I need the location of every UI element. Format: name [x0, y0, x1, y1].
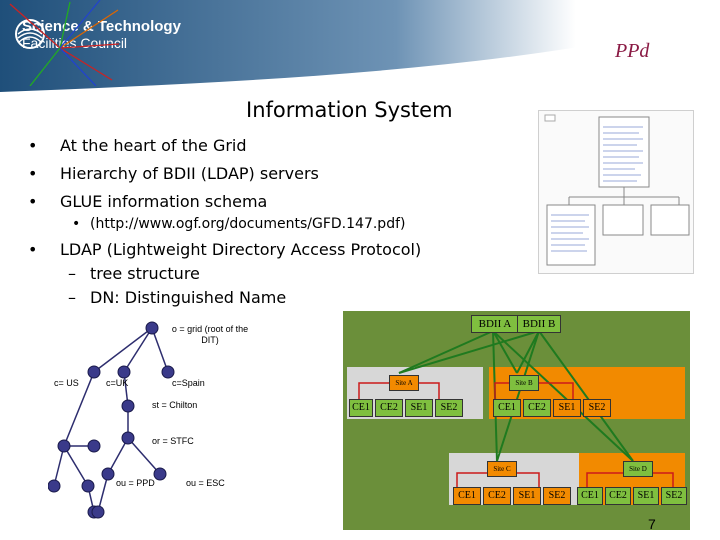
- dash-glyph: –: [68, 288, 76, 307]
- tree-node: [91, 505, 105, 519]
- service-node: CE2: [483, 487, 511, 505]
- header-background: [0, 0, 720, 92]
- service-node: SE1: [405, 399, 433, 417]
- site-bdii-node: Site B: [509, 375, 539, 391]
- tree-node: [161, 365, 175, 379]
- sub-bullet-text: tree structure: [90, 264, 200, 283]
- glue-link[interactable]: (http://www.ogf.org/documents/GFD.147.pd…: [90, 216, 406, 232]
- tree-node: [81, 479, 95, 493]
- bullet-glyph: •: [28, 240, 38, 259]
- ldap-tree-diagram: o = grid (root of the DIT) c= US c=UK c=…: [48, 320, 308, 530]
- org-name-line2: Facilities Council: [22, 35, 128, 51]
- org-name-line1: Science & Technology: [22, 18, 181, 35]
- tree-country-label: c= US: [54, 378, 79, 388]
- service-node: SE1: [513, 487, 541, 505]
- service-node: CE2: [375, 399, 403, 417]
- site-services-row: CE1 CE2 SE1 SE2: [493, 399, 611, 417]
- bdii-hierarchy-diagram: BDII A BDII B Site A Site B Site C Site …: [343, 311, 690, 530]
- ppd-logo: PPd: [615, 40, 650, 62]
- service-node: CE1: [577, 487, 603, 505]
- slide-title: Information System: [246, 98, 453, 122]
- sub-bullet-text: DN: Distinguished Name: [90, 288, 287, 307]
- service-node: CE1: [493, 399, 521, 417]
- site-bdii-node: Site A: [389, 375, 419, 391]
- service-node: CE1: [453, 487, 481, 505]
- service-node: SE2: [661, 487, 687, 505]
- service-node: SE1: [633, 487, 659, 505]
- service-node: SE2: [583, 399, 611, 417]
- bullet-glyph: •: [28, 164, 38, 183]
- tree-node: [145, 321, 159, 335]
- tree-node: [121, 431, 135, 445]
- tree-ou-label: ou = PPD: [116, 478, 155, 488]
- tree-country-label: c=Spain: [172, 378, 205, 388]
- ppd-logo-burst-icon: [9, 0, 120, 86]
- site-services-row: CE1 CE2 SE1 SE2: [577, 487, 687, 505]
- site-bdii-node: Site C: [487, 461, 517, 477]
- tree-node: [87, 365, 101, 379]
- tree-node: [101, 467, 115, 481]
- service-node: CE2: [523, 399, 551, 417]
- bdii-node: BDII B: [517, 315, 561, 333]
- tree-node: [57, 439, 71, 453]
- site-services-row: CE1 CE2 SE1 SE2: [453, 487, 571, 505]
- service-node: CE1: [349, 399, 373, 417]
- tree-st-label: st = Chilton: [152, 400, 198, 410]
- tree-node: [121, 399, 135, 413]
- tree-country-label: c=UK: [106, 378, 129, 388]
- service-node: SE1: [553, 399, 581, 417]
- stfc-logo: Science & Technology Facilities Council: [14, 18, 181, 52]
- bullet-text: GLUE information schema: [60, 192, 268, 211]
- bullet-text: Hierarchy of BDII (LDAP) servers: [60, 164, 319, 183]
- tree-ou-label: ou = ESC: [186, 478, 225, 488]
- bullet-text: LDAP (Lightweight Directory Access Proto…: [60, 240, 422, 259]
- bullet-glyph: •: [28, 192, 38, 211]
- bullet-text: At the heart of the Grid: [60, 136, 247, 155]
- tree-node: [153, 467, 167, 481]
- bullet-glyph: •: [28, 136, 38, 155]
- dash-glyph: –: [68, 264, 76, 283]
- page-number: 7: [648, 516, 656, 532]
- tree-org-label: or = STFC: [152, 436, 194, 446]
- slide-header: Science & Technology Facilities Council …: [0, 0, 720, 92]
- tree-node: [117, 365, 131, 379]
- service-node: SE2: [543, 487, 571, 505]
- glue-schema-diagram: [538, 110, 694, 274]
- site-bdii-node: Site D: [623, 461, 653, 477]
- tree-node: [48, 479, 61, 493]
- bullet-glyph: •: [72, 216, 81, 232]
- bdii-node: BDII A: [471, 315, 519, 333]
- tree-node: [87, 439, 101, 453]
- site-services-row: CE1 CE2 SE1 SE2: [349, 399, 463, 417]
- service-node: CE2: [605, 487, 631, 505]
- service-node: SE2: [435, 399, 463, 417]
- tree-root-label: o = grid (root of the DIT): [171, 324, 249, 345]
